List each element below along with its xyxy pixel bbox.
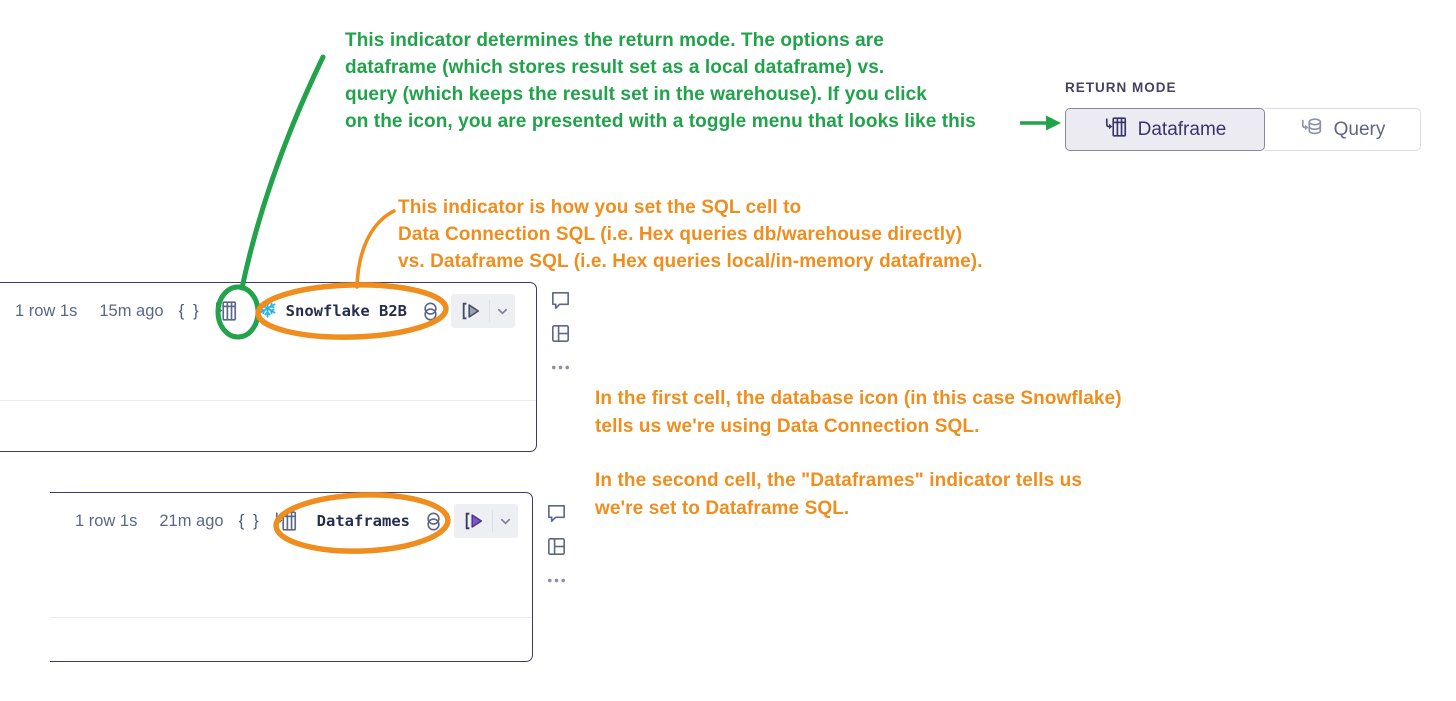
return-mode-option-label: Query <box>1333 118 1386 140</box>
return-mode-option-label: Dataframe <box>1137 118 1227 140</box>
cell-2-header: 1 row 1s 21m ago { } Dataframes <box>75 504 518 538</box>
orange-annotation-sql-type: This indicator is how you set the SQL ce… <box>398 194 983 275</box>
cell-1-header: 1 row 1s 15m ago { } <box>15 294 515 328</box>
cell-run-stats: 1 row 1s <box>75 511 138 530</box>
dataframe-return-mode-icon[interactable] <box>214 299 238 323</box>
sql-cell-2: 1 row 1s 21m ago { } Dataframes <box>50 492 533 662</box>
cell-last-run-time: 21m ago <box>159 511 224 530</box>
annotation-line: we're set to Dataframe SQL. <box>595 498 850 519</box>
cell-divider <box>50 617 532 618</box>
cache-source-icon[interactable] <box>419 300 442 323</box>
chevron-down-icon[interactable] <box>490 305 515 318</box>
run-icon[interactable] <box>454 510 492 532</box>
annotation-line: tells us we're using Data Connection SQL… <box>595 416 980 437</box>
run-cell-button[interactable] <box>451 294 515 328</box>
return-mode-option-query[interactable]: Query <box>1265 108 1421 151</box>
more-dots-icon[interactable] <box>545 569 568 592</box>
green-annotation-text: This indicator determines the return mod… <box>345 27 976 135</box>
annotation-line: vs. Dataframe SQL (i.e. Hex queries loca… <box>398 251 983 272</box>
green-arrow-head <box>1046 115 1061 131</box>
green-pointer-line <box>239 54 326 291</box>
annotation-line: query (which keeps the result set in the… <box>345 84 927 105</box>
snowflake-icon <box>257 298 278 324</box>
dataframe-return-mode-icon[interactable] <box>274 509 298 533</box>
annotation-line: In the second cell, the "Dataframes" ind… <box>595 470 1083 491</box>
run-button-separator <box>489 300 490 322</box>
cell-last-run-time: 15m ago <box>99 301 164 320</box>
data-connection-name: Snowflake B2B <box>285 302 407 320</box>
return-mode-toggle: Dataframe Query <box>1065 108 1421 151</box>
annotation-line: This indicator is how you set the SQL ce… <box>398 197 802 218</box>
return-mode-label: RETURN MODE <box>1065 80 1177 95</box>
cell-1-side-actions <box>549 288 572 379</box>
chevron-down-icon[interactable] <box>493 515 518 528</box>
run-button-separator <box>492 510 493 532</box>
layout-icon[interactable] <box>545 535 568 558</box>
data-connection-selector[interactable]: Dataframes <box>310 508 416 534</box>
annotation-paragraph: In the second cell, the "Dataframes" ind… <box>595 467 1122 523</box>
annotation-paragraph: In the first cell, the database icon (in… <box>595 385 1122 441</box>
annotation-line: on the icon, you are presented with a to… <box>345 111 976 132</box>
cell-divider <box>0 400 536 401</box>
sql-cell-1: 1 row 1s 15m ago { } <box>0 282 537 452</box>
run-cell-button[interactable] <box>454 504 518 538</box>
orange-pointer-curve <box>355 209 396 289</box>
annotation-line: dataframe (which stores result set as a … <box>345 57 885 78</box>
comment-icon[interactable] <box>545 501 568 524</box>
data-connection-name: Dataframes <box>316 512 410 530</box>
query-database-icon <box>1300 115 1324 145</box>
data-connection-selector[interactable]: Snowflake B2B <box>250 294 413 328</box>
return-mode-option-dataframe[interactable]: Dataframe <box>1065 108 1265 151</box>
annotation-line: This indicator determines the return mod… <box>345 30 884 51</box>
more-dots-icon[interactable] <box>549 356 572 379</box>
dataframe-table-icon <box>1104 115 1128 145</box>
cell-run-stats: 1 row 1s <box>15 301 78 320</box>
orange-annotation-explainer: In the first cell, the database icon (in… <box>595 385 1122 523</box>
run-icon[interactable] <box>451 300 489 322</box>
cell-2-side-actions <box>545 501 568 592</box>
cache-source-icon[interactable] <box>422 510 445 533</box>
comment-icon[interactable] <box>549 288 572 311</box>
return-mode-panel: RETURN MODE Dataframe <box>1065 80 1421 151</box>
annotation-line: Data Connection SQL (i.e. Hex queries db… <box>398 224 963 245</box>
layout-icon[interactable] <box>549 322 572 345</box>
annotation-line: In the first cell, the database icon (in… <box>595 388 1122 409</box>
variables-button[interactable]: { } <box>238 511 261 530</box>
variables-button[interactable]: { } <box>178 301 201 320</box>
